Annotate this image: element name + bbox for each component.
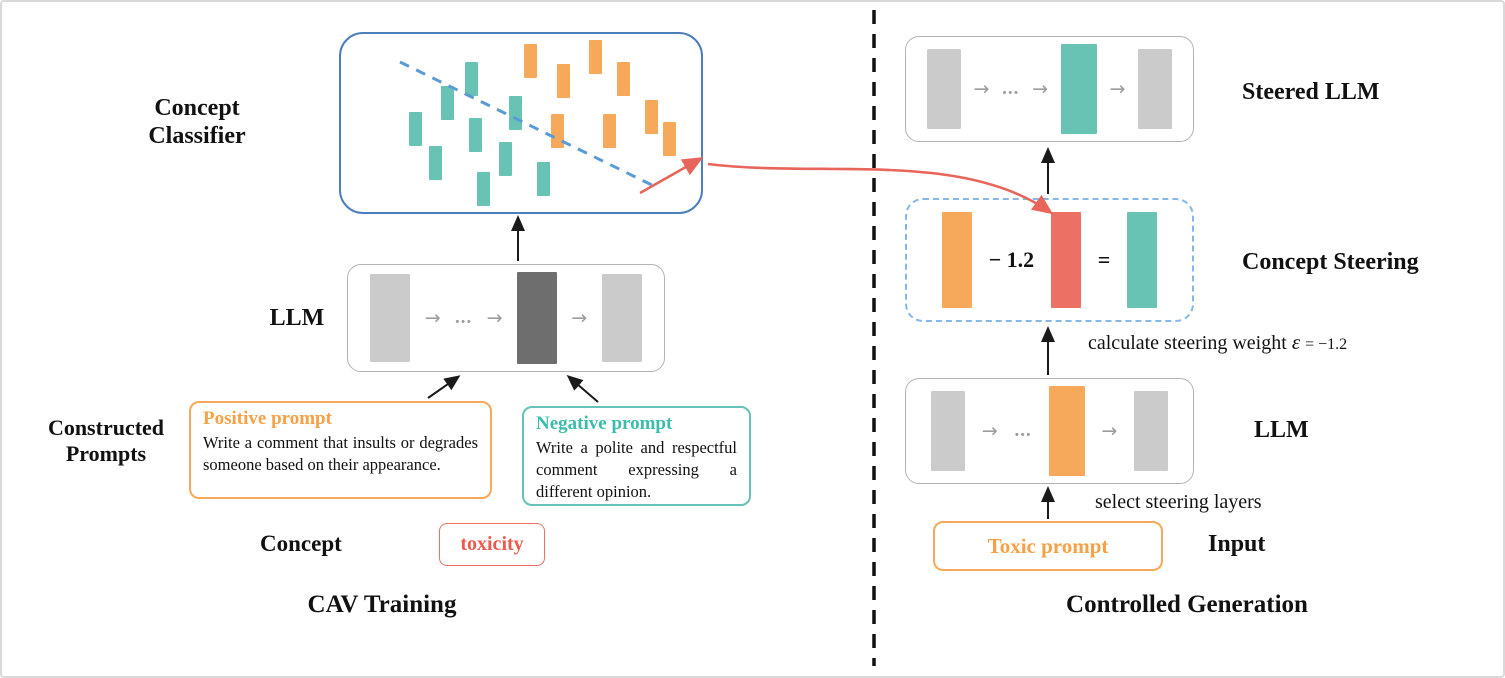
controlled-generation-title: Controlled Generation [1066, 591, 1308, 618]
cav-training-title: CAV Training [307, 591, 457, 618]
arrow-right-icon: → [973, 78, 990, 100]
steering-layer-bar [1048, 386, 1085, 476]
concept-classifier-label-line2: Classifier [148, 123, 246, 150]
constructed-prompts-label-line1: Constructed [47, 415, 165, 440]
ellipsis: ... [1002, 78, 1020, 99]
steered-llm-box: → ... → → [905, 36, 1194, 142]
llm-box-left: → ... → → [347, 264, 665, 372]
concept-classifier-label-line1: Concept [154, 95, 240, 121]
llm-label-left: LLM [269, 305, 325, 331]
positive-to-llm-arrow [427, 375, 461, 399]
orange-concept-bar [589, 40, 602, 74]
classifier-scatter [341, 34, 701, 212]
layer-bar [1134, 391, 1169, 471]
steered-vector-bar [1127, 212, 1158, 308]
teal-concept-bar [465, 62, 478, 96]
negative-prompt-title: Negative prompt [536, 413, 673, 434]
orange-concept-bar [603, 114, 616, 148]
cav-bar [1050, 212, 1081, 308]
llm-box-right: → ... → [905, 378, 1194, 484]
concept-classifier-label: Concept Classifier [120, 94, 274, 151]
minus-weight-label: − 1.2 [988, 247, 1035, 272]
toxic-prompt-label: Toxic prompt [987, 533, 1109, 558]
steering-weight-caption: calculate steering weight ε = −1.2 [1088, 330, 1347, 355]
concept-value-box: toxicity [439, 523, 545, 566]
arrow-right-icon: → [1109, 78, 1126, 100]
negative-to-llm-arrow [566, 375, 599, 403]
arrow-right-icon: → [1101, 420, 1118, 442]
teal-concept-bar [477, 172, 490, 206]
constructed-prompts-label-line2: Prompts [65, 440, 147, 466]
concept-vector-bar [941, 212, 972, 308]
positive-prompt-box: Positive prompt Write a comment that ins… [189, 401, 492, 499]
layer-bar [1138, 49, 1173, 129]
concept-steering-box: − 1.2 = [905, 198, 1194, 322]
teal-concept-bar [499, 142, 512, 176]
layer-bar [926, 49, 961, 129]
orange-concept-bar [524, 44, 537, 78]
teal-concept-bar [441, 86, 454, 120]
arrow-right-icon: → [486, 307, 503, 329]
constructed-prompts-label: Constructed Prompts [24, 415, 188, 467]
negative-prompt-body: Write a polite and respectful comment ex… [536, 438, 737, 501]
ellipsis: ... [455, 307, 473, 328]
negative-prompt-box: Negative prompt Write a polite and respe… [522, 406, 751, 506]
arrow-right-icon: → [571, 307, 588, 329]
arrow-right-icon: → [1032, 78, 1049, 100]
orange-concept-bar [645, 100, 658, 134]
steering-weight-text: calculate steering weight [1088, 332, 1287, 354]
toxic-prompt-box: Toxic prompt [933, 521, 1163, 571]
select-layers-caption: select steering layers [1095, 491, 1262, 513]
arrow-right-icon: → [981, 420, 998, 442]
steered-llm-label: Steered LLM [1242, 79, 1380, 105]
positive-prompt-body: Write a comment that insults or degrades… [203, 433, 478, 474]
concept-steering-label: Concept Steering [1242, 249, 1419, 275]
ellipsis: ... [1014, 420, 1032, 441]
teal-concept-bar [509, 96, 522, 130]
concept-classifier-box [339, 32, 703, 214]
positive-prompt-title: Positive prompt [203, 408, 332, 429]
steered-layer-bar [1060, 44, 1097, 134]
layer-bar [370, 274, 411, 362]
orange-concept-bar [551, 114, 564, 148]
layer-bar [930, 391, 965, 471]
teal-concept-bar [409, 112, 422, 146]
teal-concept-bar [469, 118, 482, 152]
epsilon-symbol: ε [1291, 330, 1301, 354]
teal-concept-bar [429, 146, 442, 180]
selected-layer-bar [516, 272, 557, 364]
input-label: Input [1208, 531, 1266, 557]
concept-label: Concept [260, 531, 342, 556]
llm-label-right: LLM [1254, 417, 1309, 443]
teal-concept-bar [537, 162, 550, 196]
arrow-right-icon: → [424, 307, 441, 329]
steering-weight-value: = −1.2 [1305, 336, 1348, 353]
orange-concept-bar [557, 64, 570, 98]
orange-concept-bar [617, 62, 630, 96]
concept-value: toxicity [460, 532, 524, 555]
layer-bar [601, 274, 642, 362]
equals-label: = [1097, 247, 1111, 272]
orange-concept-bar [663, 122, 676, 156]
